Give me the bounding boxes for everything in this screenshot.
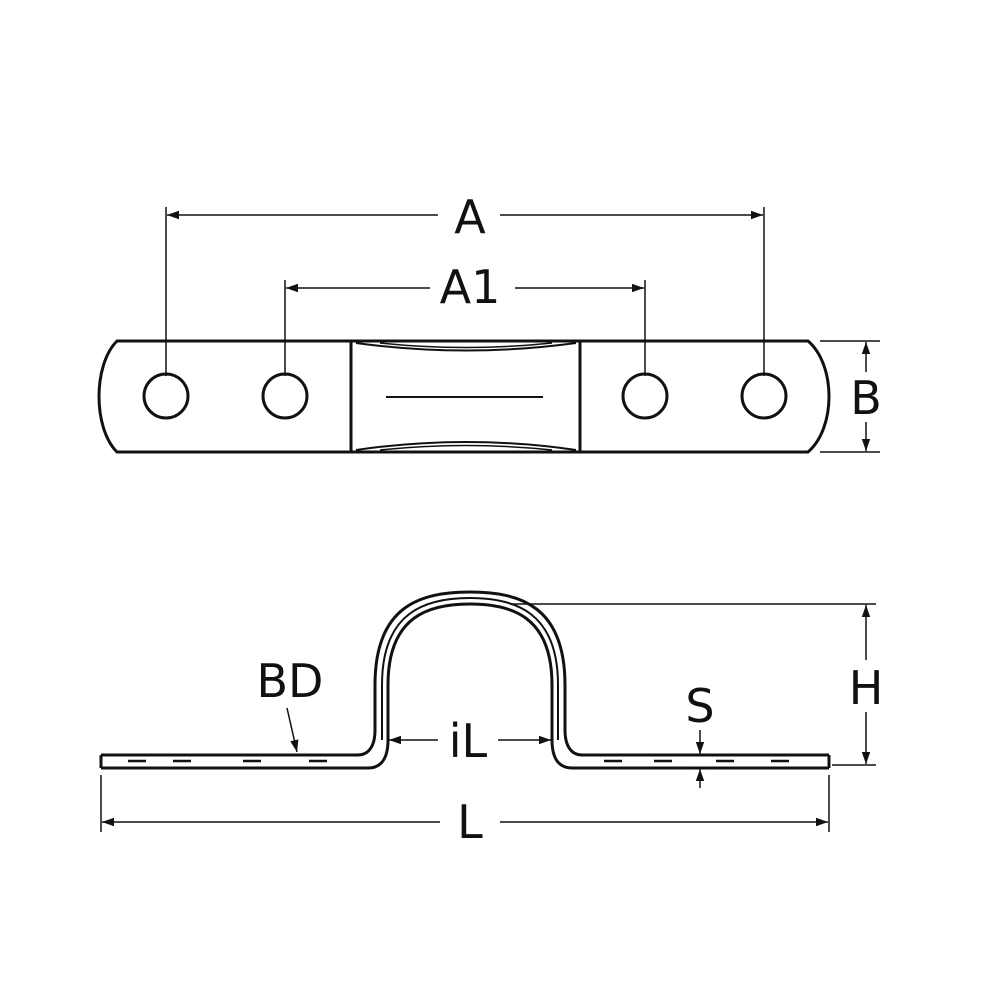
bend-curve-top-inner: [379, 342, 553, 349]
label-bd: BD: [257, 654, 324, 708]
top-view: A A1 B: [97, 190, 882, 454]
label-a1: A1: [440, 260, 501, 314]
label-b: B: [850, 371, 882, 425]
hole-3: [621, 372, 669, 420]
label-a: A: [454, 190, 486, 244]
label-h: H: [849, 661, 884, 715]
hole-2: [261, 372, 309, 420]
strap-inner-contour: [101, 590, 829, 757]
leader-bd: [286, 707, 299, 753]
hole-1: [142, 372, 190, 420]
label-l: L: [457, 795, 483, 849]
hole-4: [740, 372, 788, 420]
label-s: S: [685, 679, 714, 733]
bend-curve-bottom: [355, 441, 577, 451]
strap-outer-contour: [101, 602, 829, 770]
bend-curve-bottom-inner: [379, 444, 553, 451]
label-il: iL: [449, 714, 488, 768]
side-view: H S iL BD L: [99, 590, 884, 849]
bend-curve-top: [355, 342, 577, 352]
bend-shading: [381, 596, 559, 740]
plate-outline: [97, 339, 831, 454]
